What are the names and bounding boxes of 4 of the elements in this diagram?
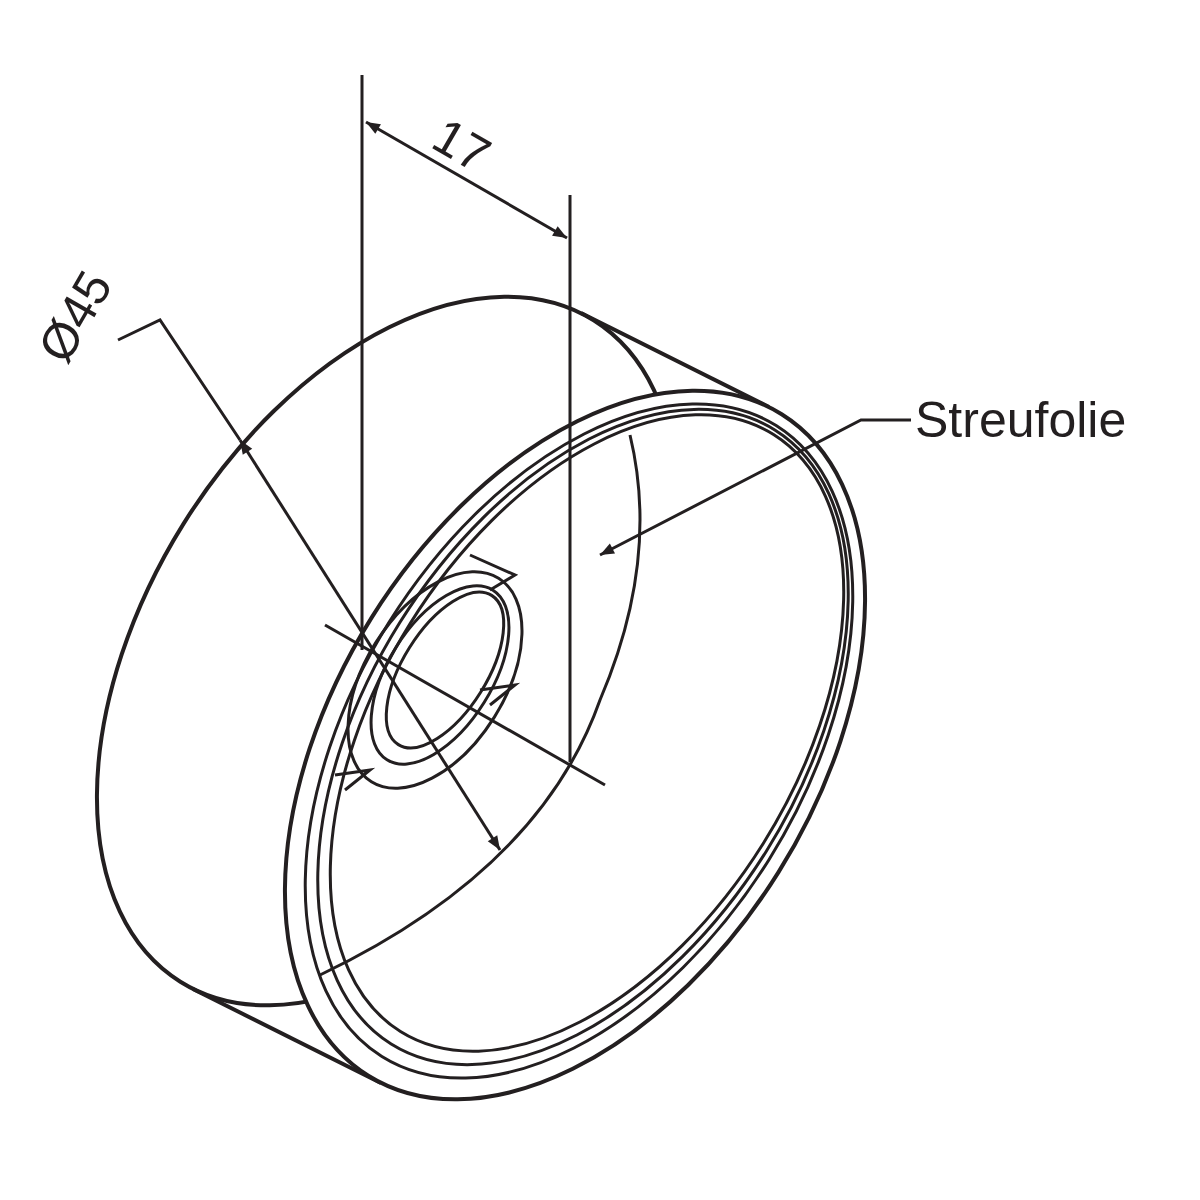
part-label: Streufolie	[915, 395, 1127, 445]
leader-line	[599, 418, 911, 557]
dimension-value: 17	[425, 110, 499, 182]
diffuser-foil	[328, 413, 846, 1053]
